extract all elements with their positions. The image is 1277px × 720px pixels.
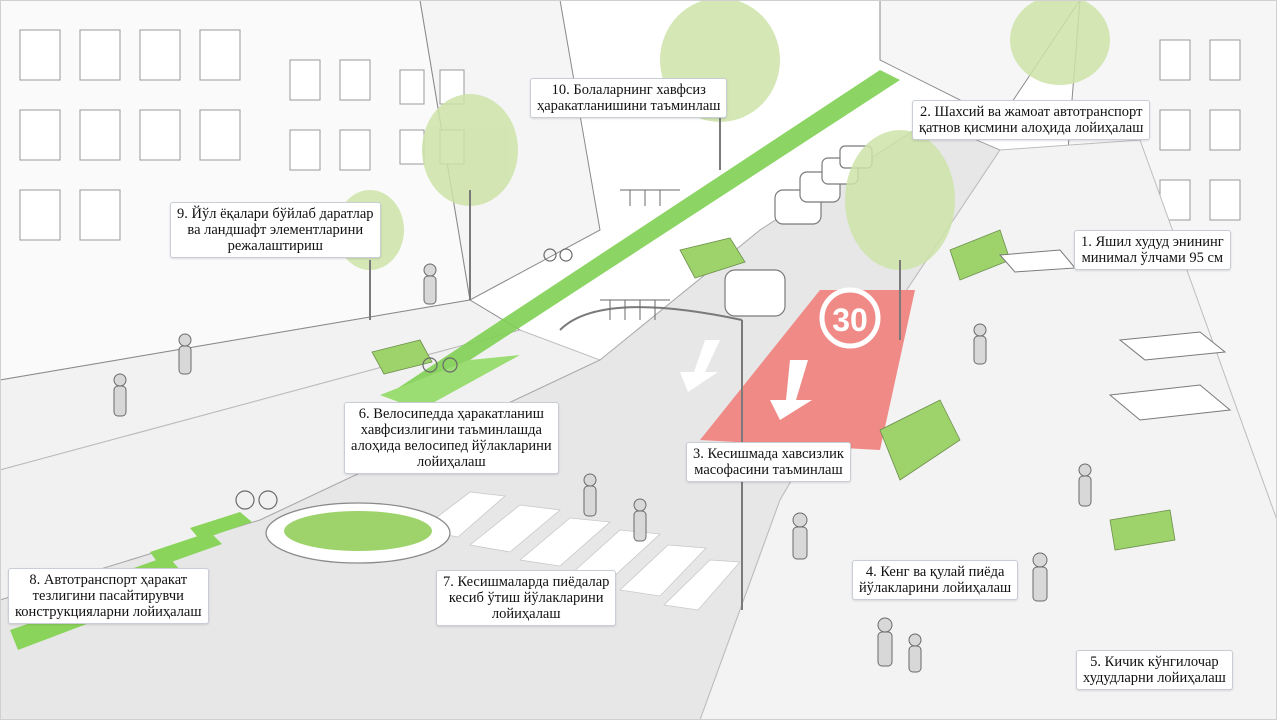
- callout-8-line-2: тезлигини пасайтирувчи: [32, 588, 184, 604]
- callout-2-line-1: 2. Шахсий ва жамоат автотранспорт: [919, 104, 1143, 120]
- tree-trunks: [369, 110, 901, 340]
- callout-2-line-2: қатнов қисмини алоҳида лойиҳалаш: [919, 120, 1144, 136]
- callout-6: 6. Велосипедда ҳаракатланиш хавфсизлигин…: [344, 402, 559, 474]
- callout-9-line-1: 9. Йўл ёқалари бўйлаб даратлар: [177, 206, 374, 222]
- crosswalk: [419, 491, 741, 611]
- callout-5: 5. Кичик кўнгилочар худудларни лойиҳалаш: [1076, 650, 1233, 690]
- planters-right: [879, 229, 1176, 551]
- callout-7-line-3: лойиҳалаш: [491, 606, 561, 622]
- speed-limit-text: 30: [832, 302, 868, 338]
- callout-9-line-2: ва ландшафт элементларини: [187, 222, 364, 238]
- callout-6-line-1: 6. Велосипедда ҳаракатланиш: [358, 406, 544, 422]
- callout-5-line-2: худудларни лойиҳалаш: [1083, 670, 1226, 686]
- planter-median: [371, 237, 746, 375]
- callout-10-line-2: ҳаракатланишини таъминлаш: [537, 98, 721, 114]
- bus-lane-arrow: [770, 360, 812, 420]
- callout-3: 3. Кесишмада хавсизлик масофасини таъмин…: [686, 442, 851, 482]
- callout-8-line-3: конструкцияларни лойиҳалаш: [15, 604, 202, 620]
- bike-lane: [395, 70, 900, 390]
- callout-5-line-1: 5. Кичик кўнгилочар: [1090, 654, 1219, 670]
- bus-lane: [700, 290, 915, 450]
- callout-6-line-2: хавфсизлигини таъминлашда: [360, 422, 542, 438]
- callout-10-line-1: 10. Болаларнинг хавфсиз: [551, 82, 706, 98]
- callout-2: 2. Шахсий ва жамоат автотранспорт қатнов…: [912, 100, 1151, 140]
- bike-lane-lower: [380, 355, 520, 410]
- bike-racks: [600, 189, 680, 320]
- callout-3-line-1: 3. Кесишмада хавсизлик: [693, 446, 844, 462]
- callout-7-line-1: 7. Кесишмаларда пиёдалар: [443, 574, 610, 590]
- callout-8-line-1: 8. Автотранспорт ҳаракат: [29, 572, 188, 588]
- cafe-umbrellas: [998, 249, 1232, 421]
- cyclists: [235, 248, 573, 510]
- callout-9-line-3: режалаштириш: [227, 238, 323, 254]
- callout-1-line-1: 1. Яшил худуд энининг: [1081, 234, 1224, 250]
- callout-7: 7. Кесишмаларда пиёдалар кесиб ўтиш йўла…: [436, 570, 617, 626]
- callout-4-line-2: йўлакларини лойиҳалаш: [859, 580, 1012, 596]
- building-windows-right: [1159, 39, 1241, 221]
- callout-3-line-2: масофасини таъминлаш: [694, 462, 843, 478]
- speed-limit-marking: [819, 287, 881, 349]
- parked-cars: [724, 145, 873, 317]
- callout-10: 10. Болаларнинг хавфсиз ҳаракатланишини …: [530, 78, 728, 118]
- callout-1-line-2: минимал ўлчами 95 см: [1081, 250, 1224, 266]
- callout-1: 1. Яшил худуд энининг минимал ўлчами 95 …: [1074, 230, 1231, 270]
- building-windows-left: [19, 29, 465, 241]
- callout-4-line-1: 4. Кенг ва қулай пиёда: [865, 564, 1005, 580]
- callout-7-line-2: кесиб ўтиш йўлакларини: [448, 590, 604, 606]
- callout-6-line-4: лойиҳалаш: [417, 454, 486, 470]
- callout-9: 9. Йўл ёқалари бўйлаб даратлар ва ландша…: [170, 202, 381, 258]
- callout-6-line-3: алоҳида велосипед йўлакларини: [351, 438, 552, 454]
- traffic-island: [265, 502, 451, 564]
- pedestrians: [113, 263, 1092, 673]
- lane-arrow: [680, 340, 720, 392]
- callout-8: 8. Автотранспорт ҳаракат тезлигини пасай…: [8, 568, 209, 624]
- callout-4: 4. Кенг ва қулай пиёда йўлакларини лойиҳ…: [852, 560, 1019, 600]
